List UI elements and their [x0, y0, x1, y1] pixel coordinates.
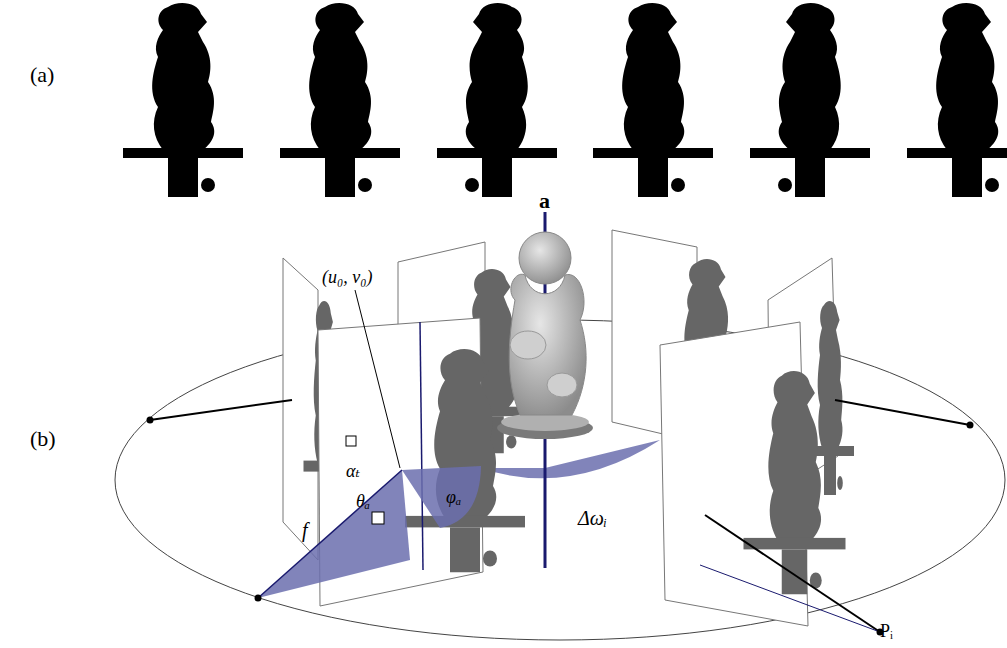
angle-sector [402, 466, 481, 528]
leader-line [355, 290, 400, 468]
statue-detail [547, 373, 577, 397]
right-angle-mark [346, 436, 356, 446]
point-label: (u₀, v₀) [322, 268, 373, 286]
panel-label: (a) [30, 64, 54, 86]
angle-label: θₐ [356, 492, 370, 510]
silhouette [437, 3, 557, 197]
angle-label: Δωᵢ [578, 508, 607, 528]
silhouette [750, 3, 870, 197]
camera-label: Pᵢ [880, 622, 893, 640]
statue-base [501, 413, 589, 431]
statue-detail [510, 331, 546, 359]
camera-ray [705, 515, 880, 632]
camera-centre [255, 595, 262, 602]
silhouette [123, 3, 243, 197]
panel-label: (b) [30, 428, 56, 450]
statue-head [519, 232, 571, 284]
camera-centre [147, 417, 154, 424]
silhouette [280, 3, 400, 197]
camera-ray [150, 400, 292, 420]
silhouette [907, 3, 1007, 197]
image-plane [283, 258, 318, 560]
silhouette-row [123, 3, 1007, 197]
optical-ray [258, 470, 402, 598]
focal-label: f [302, 520, 308, 540]
camera-centre [967, 422, 974, 429]
right-angle-mark [372, 512, 384, 524]
camera-ray [835, 400, 970, 425]
angle-label: φₐ [446, 488, 461, 506]
axis-label: a [539, 190, 550, 212]
focal-triangle [258, 470, 410, 598]
statue-body [509, 274, 586, 415]
plane-silhouette [744, 371, 846, 594]
camera-ray [700, 565, 880, 632]
principal-line [420, 322, 423, 570]
silhouette [593, 3, 713, 197]
angle-label: αₜ [346, 462, 360, 480]
